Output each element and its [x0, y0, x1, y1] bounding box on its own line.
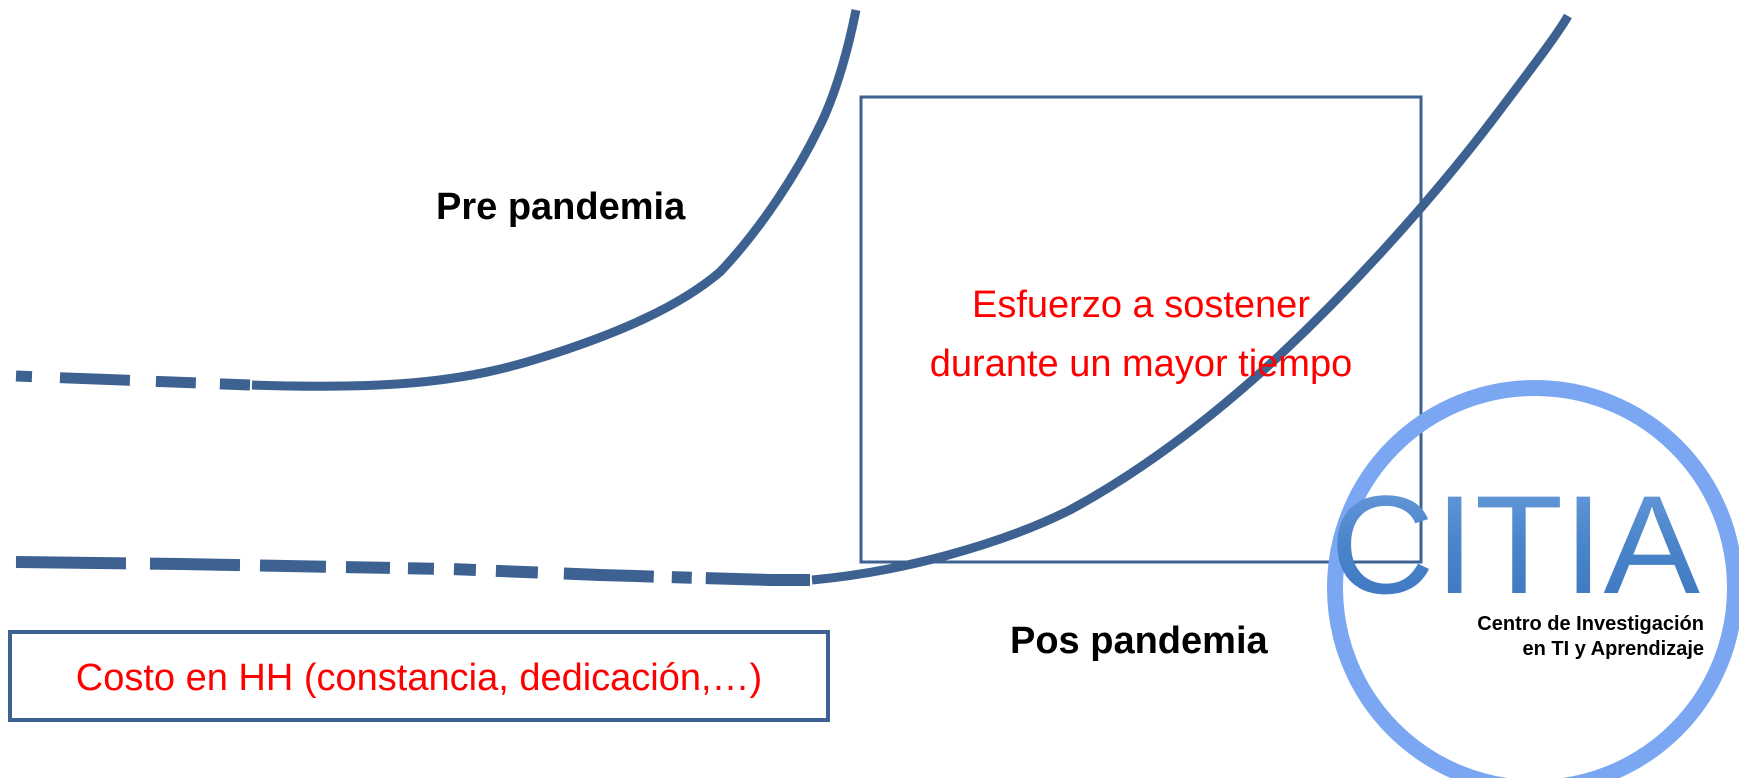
- logo-subtitle-line2: en TI y Aprendizaje: [1522, 638, 1704, 660]
- pos-curve-solid: [811, 13, 1572, 585]
- logo-subtitle-line1: Centro de Investigación: [1477, 613, 1704, 635]
- pre-curve-solid: [251, 9, 861, 391]
- logo-ring: [1327, 380, 1739, 778]
- pos-curve-dashed: [15, 556, 810, 586]
- pre-pandemia-curve: [15, 9, 861, 391]
- cost-label: Costo en HH (constancia, dedicación,…): [76, 657, 762, 699]
- pre-curve-dashed: [15, 370, 251, 391]
- logo-letters: CITIA: [1330, 466, 1701, 623]
- citia-logo: CITIA Centro de Investigación en TI y Ap…: [1327, 380, 1739, 778]
- effort-label-line1: Esfuerzo a sostener: [972, 284, 1310, 326]
- effort-box: [859, 95, 1423, 564]
- effort-label-line2: durante un mayor tiempo: [930, 343, 1352, 385]
- pos-pandemia-curve: [15, 13, 1572, 586]
- cost-box: [8, 630, 830, 722]
- pre-pandemia-label: Pre pandemia: [436, 186, 686, 228]
- pos-pandemia-label: Pos pandemia: [1010, 620, 1268, 662]
